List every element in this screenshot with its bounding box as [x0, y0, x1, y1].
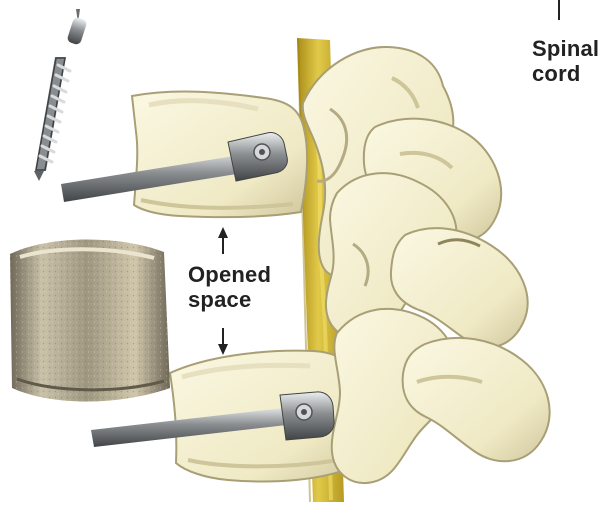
opened-space-label: Opened space	[188, 262, 271, 312]
arrow-up-icon	[218, 227, 228, 254]
bone-graft-cage-icon	[10, 239, 170, 401]
arrow-down-icon	[218, 328, 228, 355]
spinal-cord-label: Spinal cord	[532, 36, 599, 86]
screw-icon	[34, 9, 88, 181]
